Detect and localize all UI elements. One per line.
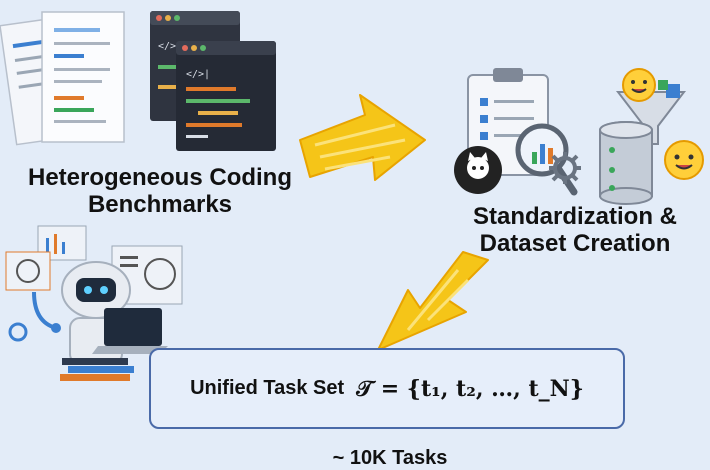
huggingface-emoji-icon — [664, 140, 704, 180]
books-icon — [60, 358, 134, 381]
robot-laptop-icon — [5, 225, 183, 365]
github-icon — [454, 146, 502, 194]
gear-icon — [549, 152, 581, 184]
benchmarks-label: Heterogeneous Coding Benchmarks — [27, 164, 292, 218]
arrow-icon — [299, 94, 426, 181]
svg-text:</>: </> — [158, 41, 176, 52]
arrow-icon — [377, 251, 489, 351]
document-stack-icon — [0, 11, 125, 146]
database-funnel-icon — [599, 80, 687, 205]
code-window-icon: </> </>| — [150, 11, 276, 151]
task-set-box: Unified Task Set 𝒯 = {t₁, t₂, …, t_N} — [149, 348, 625, 429]
standardization-label: Standardization & Dataset Creation — [472, 203, 677, 257]
huggingface-emoji-icon — [622, 68, 656, 102]
svg-text:</>|: </>| — [186, 69, 210, 80]
task-set-content: Unified Task Set 𝒯 = {t₁, t₂, …, t_N} — [151, 350, 623, 427]
task-set-label: Unified Task Set — [190, 377, 345, 399]
task-set-formula: 𝒯 = {t₁, t₂, …, t_N} — [356, 375, 584, 402]
task-count-label: ~ 10K Tasks — [332, 447, 448, 469]
